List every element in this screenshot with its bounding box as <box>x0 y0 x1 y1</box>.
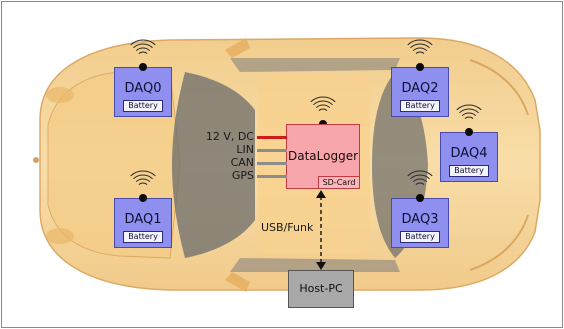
daq2-box: DAQ2 Battery <box>391 67 449 117</box>
daq3-antenna-dot <box>416 194 424 202</box>
daq2-battery: Battery <box>400 100 440 112</box>
daq0-box: DAQ0 Battery <box>114 67 172 117</box>
daq1-wifi-signal-icon <box>130 170 156 186</box>
input-wire-power <box>257 136 287 139</box>
daq0-label: DAQ0 <box>124 81 162 96</box>
connection-label: USB/Funk <box>261 221 314 234</box>
daq4-antenna-dot <box>465 128 473 136</box>
daq1-battery: Battery <box>123 231 163 243</box>
sd-card-label: SD-Card <box>318 176 360 189</box>
daq0-battery: Battery <box>123 100 163 112</box>
input-label-gps: GPS <box>231 169 254 182</box>
daq1-box: DAQ1 Battery <box>114 198 172 248</box>
datalogger-label: DataLogger <box>287 149 359 163</box>
daq0-wifi-signal-icon <box>130 39 156 55</box>
daq0-antenna-dot <box>139 63 147 71</box>
daq2-label: DAQ2 <box>401 81 439 96</box>
daq3-wifi-signal-icon <box>407 170 433 186</box>
daq4-box: DAQ4 Battery <box>440 132 498 182</box>
daq4-wifi-signal-icon <box>456 104 482 120</box>
datalogger-box: DataLogger SD-Card <box>286 124 360 189</box>
host-pc-label: Host-PC <box>299 282 343 295</box>
host-pc-box: Host-PC <box>288 270 354 308</box>
daq3-label: DAQ3 <box>401 212 439 227</box>
daq3-battery: Battery <box>400 231 440 243</box>
daq2-antenna-dot <box>416 63 424 71</box>
daq4-label: DAQ4 <box>450 146 488 161</box>
input-wire-lin <box>257 149 287 152</box>
daq4-battery: Battery <box>449 165 489 177</box>
input-wire-can <box>257 162 287 165</box>
daq3-box: DAQ3 Battery <box>391 198 449 248</box>
input-label-can: CAN <box>230 156 254 169</box>
daq1-label: DAQ1 <box>124 212 162 227</box>
input-label-lin: LIN <box>236 143 254 156</box>
datalogger-wifi-signal-icon <box>310 96 336 112</box>
daq2-wifi-signal-icon <box>407 39 433 55</box>
daq1-antenna-dot <box>139 194 147 202</box>
input-wire-gps <box>257 175 287 178</box>
input-label-power: 12 V, DC <box>205 130 254 143</box>
